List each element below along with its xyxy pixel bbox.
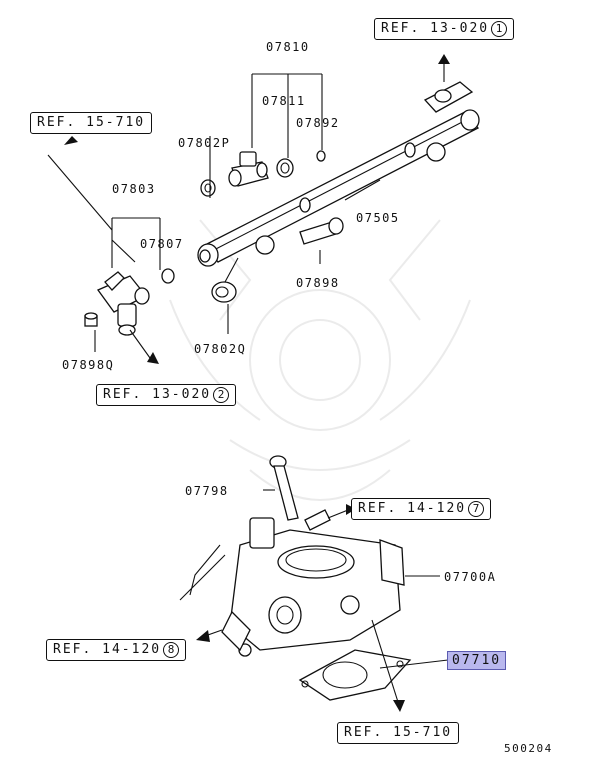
label-07810[interactable]: 07810 <box>266 40 310 54</box>
ref-number: 8 <box>163 642 180 658</box>
grommet-07802Q[interactable] <box>211 281 237 303</box>
throttle-body-07700A[interactable] <box>179 509 405 657</box>
oring-07802P[interactable] <box>200 179 216 197</box>
bolt-07898Q[interactable] <box>84 312 98 327</box>
fuel-rail-07505[interactable] <box>197 81 480 267</box>
oring-07807[interactable] <box>161 268 175 284</box>
ref-text: REF. 15-710 <box>37 115 146 130</box>
label-07892[interactable]: 07892 <box>296 116 340 130</box>
label-07802Q[interactable]: 07802Q <box>194 342 247 356</box>
label-07798[interactable]: 07798 <box>185 484 229 498</box>
label-07710-highlighted[interactable]: 07710 <box>447 651 507 670</box>
ref-text: REF. 14-120 <box>358 501 467 516</box>
injector-07811[interactable] <box>228 151 269 187</box>
ref-number: 2 <box>213 387 230 403</box>
ref-15-710-lower[interactable]: REF. 15-710 <box>337 722 460 744</box>
bolt-07898[interactable] <box>299 217 344 245</box>
label-07700A[interactable]: 07700A <box>444 570 497 584</box>
ref-text: REF. 14-120 <box>53 642 162 657</box>
label-07803[interactable]: 07803 <box>112 182 156 196</box>
ref-text: REF. 15-710 <box>344 725 453 740</box>
pressure-regulator-07803[interactable] <box>96 271 150 336</box>
ref-text: REF. 13-020 <box>381 21 490 36</box>
bolt-07798[interactable] <box>269 455 299 521</box>
ref-15-710-upper[interactable]: REF. 15-710 <box>30 112 153 134</box>
label-07898[interactable]: 07898 <box>296 276 340 290</box>
gasket-07710[interactable] <box>298 649 412 701</box>
watermark-emblem <box>169 219 471 501</box>
label-07898Q[interactable]: 07898Q <box>62 358 115 372</box>
insulator-07892[interactable] <box>276 158 294 178</box>
ref-text: REF. 13-020 <box>103 387 212 402</box>
label-07807[interactable]: 07807 <box>140 237 184 251</box>
label-07802P[interactable]: 07802P <box>178 136 231 150</box>
ref-number: 7 <box>468 501 485 517</box>
label-07505[interactable]: 07505 <box>356 211 400 225</box>
diagram-code: 500204 <box>504 742 553 755</box>
label-07811[interactable]: 07811 <box>262 94 306 108</box>
ref-number: 1 <box>491 21 508 37</box>
